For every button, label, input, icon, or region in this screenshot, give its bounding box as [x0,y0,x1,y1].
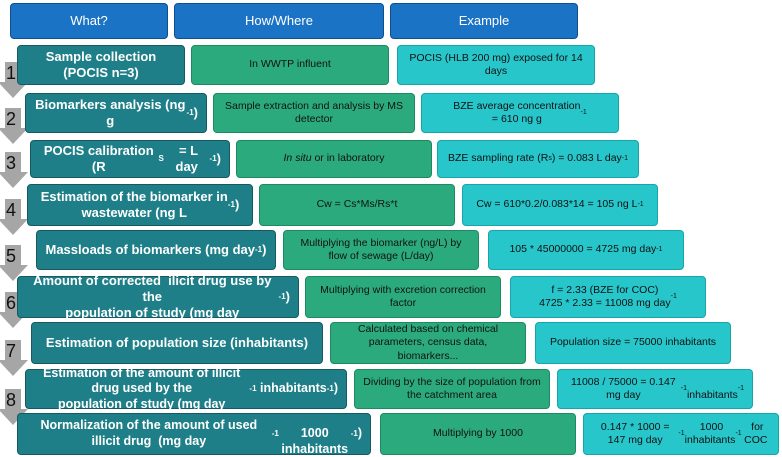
step-6-example: f = 2.33 (BZE for COC)4725 * 2.33 = 1100… [510,276,706,318]
step-2-what: Biomarkers analysis (ng g-1) [25,93,207,133]
step-3-how: In situ or in laboratory [236,140,432,178]
step-6-how: Multiplying with excretion correction fa… [305,276,501,318]
step-6-number: 6 [5,293,16,313]
step-9-what: Normalization of the amount of used illi… [17,413,371,456]
step-5-how: Multiplying the biomarker (ng/L) by flow… [283,230,479,270]
down-arrow-icon [0,340,28,376]
step-7-what: Estimation of population size (inhabitan… [31,322,323,364]
step-6-what: Amount of corrected ilicit drug use by t… [17,273,299,320]
step-2-arrow: 2 [0,108,28,146]
step-8-number: 8 [5,390,16,410]
step-1-example: POCIS (HLB 200 mg) exposed for 14 days [397,45,595,85]
step-4-arrow: 4 [0,199,28,237]
step-8-how: Dividing by the size of population from … [354,369,550,409]
step-9-how: Multiplying by 1000 [380,413,576,455]
header-what: What? [10,3,168,39]
step-7-example: Population size = 75000 inhabitants [535,322,731,364]
step-7-number: 7 [5,341,16,361]
step-2-example: BZE average concentration= 610 ng g-1 [421,93,619,133]
step-7-how: Calculated based on chemical parameters,… [330,322,526,364]
step-7-arrow: 7 [0,340,28,378]
step-1-number: 1 [5,63,16,83]
step-5-what: Massloads of biomarkers (mg day-1) [36,230,276,270]
step-3-number: 3 [5,153,16,173]
header-how-where: How/Where [174,3,384,39]
step-8-what: Estimation of the amount of illicit drug… [25,366,347,411]
step-2-number: 2 [5,109,16,129]
down-arrow-icon [0,108,28,144]
in-situ-text: In situ [283,152,312,165]
step-1-what: Sample collection (POCIS n=3) [17,45,185,85]
step-4-number: 4 [5,200,16,220]
step-1-how: In WWTP influent [191,45,389,85]
down-arrow-icon [0,199,28,235]
step-5-number: 5 [5,246,16,266]
down-arrow-icon [0,152,28,188]
step-4-example: Cw = 610*0.2/0.083*14 = 105 ng L-1 [462,184,658,226]
step-3-how-rest: or in laboratory [311,152,385,165]
down-arrow-icon [0,245,28,281]
step-2-how: Sample extraction and analysis by MS det… [213,93,415,133]
step-5-arrow: 5 [0,245,28,283]
step-5-example: 105 * 45000000 = 4725 mg day-1 [488,230,684,270]
header-example: Example [390,3,578,39]
step-3-arrow: 3 [0,152,28,190]
step-4-how: Cw = Cs*Ms/Rs*t [259,184,455,226]
